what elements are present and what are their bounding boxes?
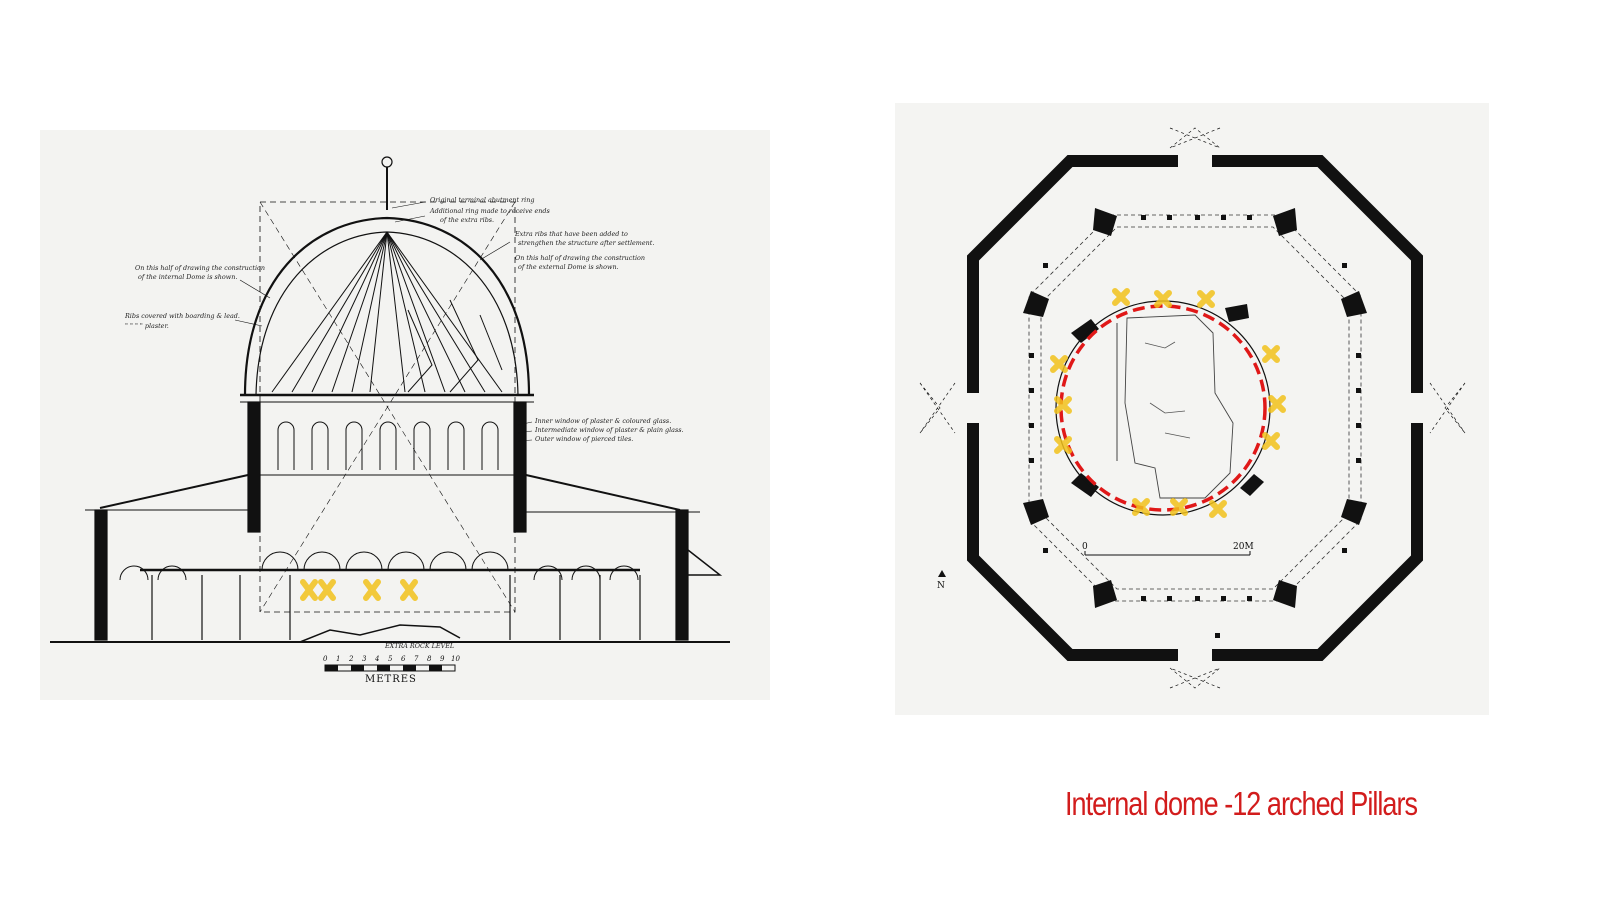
scale-tick-1: 1 (336, 655, 340, 663)
note-6: On this half of drawing the construction (515, 254, 645, 262)
note-12: Inner window of plaster & coloured glass… (534, 417, 671, 425)
cross-section-svg: Original terminal abutment ring Addition… (50, 156, 730, 685)
inner-piers (1071, 304, 1264, 497)
scale-tick-7: 7 (414, 655, 419, 663)
middle-octagon (1028, 214, 1362, 602)
scale-tick-4: 4 (374, 655, 379, 663)
note-1: Original terminal abutment ring (430, 196, 534, 204)
note-7: of the external Dome is shown. (518, 263, 619, 271)
pillar-marks-section (300, 579, 418, 601)
scale-tick-3: 3 (362, 655, 367, 663)
note-10: Ribs covered with boarding & lead. (124, 312, 240, 320)
note-5: strengthen the structure after settlemen… (518, 239, 654, 247)
column-dots (1029, 215, 1361, 638)
metres-scale-bar: 0 1 2 3 4 5 6 7 8 9 10 METRES (323, 655, 460, 685)
pillar-marks-plan (1050, 288, 1286, 518)
plan-scale-bar: 0 20M (1082, 542, 1254, 556)
scale-tick-9: 9 (440, 655, 445, 663)
arcade-arches (119, 551, 639, 581)
columns (151, 575, 641, 640)
note-14: Outer window of pierced tiles. (535, 435, 633, 443)
outer-wall-left (94, 509, 108, 641)
scale-unit-label: METRES (365, 674, 417, 685)
note-4: Extra ribs that have been added to (514, 230, 628, 238)
slide-caption: Internal dome -12 arched Pillars (1065, 785, 1418, 822)
drum-wall-right (513, 401, 527, 533)
dome-cross-section-drawing: Original terminal abutment ring Addition… (40, 130, 770, 700)
outer-dome (243, 216, 531, 396)
drum-wall-left (247, 401, 261, 533)
scale-tick-0: 0 (323, 655, 328, 663)
rock-outline-plan (1124, 314, 1234, 499)
north-label: N (937, 581, 945, 591)
north-arrow: N (937, 570, 946, 591)
drum-windows (277, 421, 499, 470)
plan-scale-start: 0 (1082, 542, 1088, 552)
scale-tick-8: 8 (427, 655, 432, 663)
note-9: of the internal Dome is shown. (138, 273, 237, 281)
porches (919, 127, 1466, 689)
note-3: of the extra ribs. (440, 216, 494, 224)
outer-wall-right (675, 509, 689, 641)
highlight-circle (1059, 304, 1267, 512)
scale-tick-2: 2 (348, 655, 354, 663)
scale-tick-5: 5 (388, 655, 393, 663)
finial-crescent (381, 156, 393, 168)
outer-octagon-wall (967, 155, 1423, 661)
rock-label: EXTRA ROCK LEVEL (384, 642, 454, 650)
scale-tick-6: 6 (401, 655, 406, 663)
leader-lines (234, 201, 533, 442)
note-11: " " " " plaster. (125, 322, 169, 330)
plan-scale-end: 20M (1233, 542, 1254, 552)
door-openings (963, 151, 1427, 665)
note-8: On this half of drawing the construction (135, 264, 265, 272)
scale-tick-10: 10 (451, 655, 460, 663)
plan-svg: 0 20M N (919, 127, 1466, 689)
note-13: Intermediate window of plaster & plain g… (534, 426, 684, 434)
dome-ribs (271, 231, 503, 393)
rock-outline (299, 624, 461, 643)
octagonal-floor-plan: 0 20M N (895, 103, 1489, 715)
octagon-piers (1023, 208, 1367, 608)
note-2: Additional ring made to receive ends (429, 207, 551, 215)
